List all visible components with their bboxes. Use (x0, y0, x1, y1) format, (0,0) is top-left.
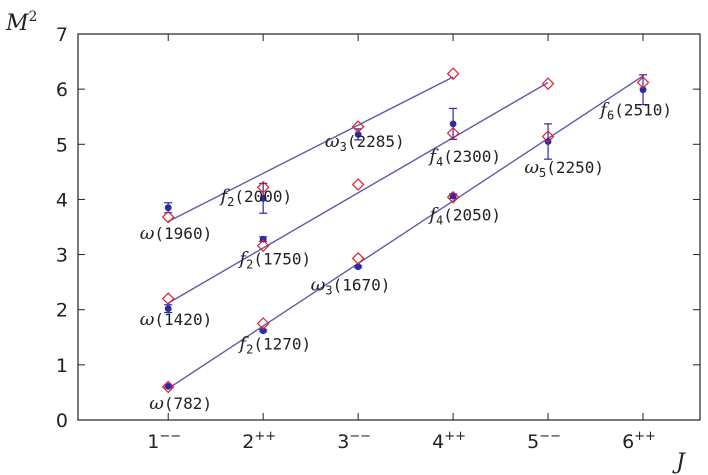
model-point (351, 178, 365, 191)
experiment-point (164, 305, 172, 313)
model-point (541, 130, 555, 143)
model-point (161, 210, 175, 224)
experiment-point (449, 120, 457, 128)
model-point (161, 292, 175, 306)
state-label: f6(2510) (598, 100, 672, 123)
trajectory-line-3 (167, 75, 644, 390)
state-label: f2(1270) (237, 333, 311, 356)
experiment-point (354, 263, 362, 271)
model-point (256, 180, 270, 194)
x-tick-label: 2++ (242, 429, 276, 453)
model-point (161, 380, 175, 394)
y-tick-label: 2 (56, 300, 68, 322)
experiment-point (164, 382, 172, 390)
model-point (446, 190, 460, 204)
y-tick-label: 4 (56, 189, 68, 211)
experiment-point (259, 235, 267, 243)
model-point (256, 239, 270, 253)
y-tick-label: 1 (56, 355, 68, 377)
model-point (256, 317, 270, 330)
x-axis-label: J (672, 450, 686, 475)
model-points (161, 67, 650, 394)
state-label: ω3(2285) (325, 131, 405, 154)
experiment-point (259, 327, 267, 335)
state-label: ω(782) (149, 393, 212, 414)
experiment-point (449, 192, 457, 200)
model-point (446, 126, 460, 140)
state-label: ω(1420) (140, 309, 212, 330)
model-point (541, 77, 555, 90)
state-label: f4(2050) (427, 204, 501, 227)
experiment-point (164, 204, 172, 212)
y-tick-label: 6 (56, 79, 68, 101)
model-point (351, 252, 365, 265)
x-tick-label: 4++ (432, 429, 466, 453)
x-tick-label: 1−− (147, 429, 181, 453)
y-tick-label: 5 (56, 134, 68, 156)
model-point (351, 120, 365, 133)
plot-frame (77, 33, 701, 421)
x-tick-label: 3−− (337, 429, 371, 453)
y-axis-label: M2 (5, 9, 37, 36)
tick-layer: 0 1 2 3 4 5 6 7 1−− 2++ 3−− 4++ 5−− 6++ (56, 24, 700, 453)
trajectory-line-1 (167, 76, 454, 223)
x-tick-label: 6++ (622, 429, 656, 453)
model-point (636, 76, 650, 89)
x-tick-label: 5−− (527, 429, 561, 453)
experiment-point (259, 194, 267, 202)
state-annotations: ω(1960)f2(2000)ω3(2285)f4(2300)ω5(2250)f… (140, 100, 672, 414)
y-tick-label: 3 (56, 245, 68, 267)
state-label: ω3(1670) (311, 274, 391, 297)
state-label: ω5(2250) (524, 157, 604, 180)
y-tick-label: 7 (56, 24, 68, 46)
state-label: ω(1960) (140, 223, 212, 244)
experiment-point (639, 86, 647, 94)
y-tick-label: 0 (56, 410, 68, 432)
model-point (446, 67, 460, 81)
trajectory-lines (167, 75, 644, 390)
experiment-points (164, 74, 648, 390)
trajectory-line-2 (167, 81, 549, 304)
state-label: f2(1750) (237, 248, 311, 271)
plot-frame-layer (77, 33, 701, 421)
state-label: f4(2300) (427, 146, 501, 169)
experiment-point (354, 130, 362, 138)
